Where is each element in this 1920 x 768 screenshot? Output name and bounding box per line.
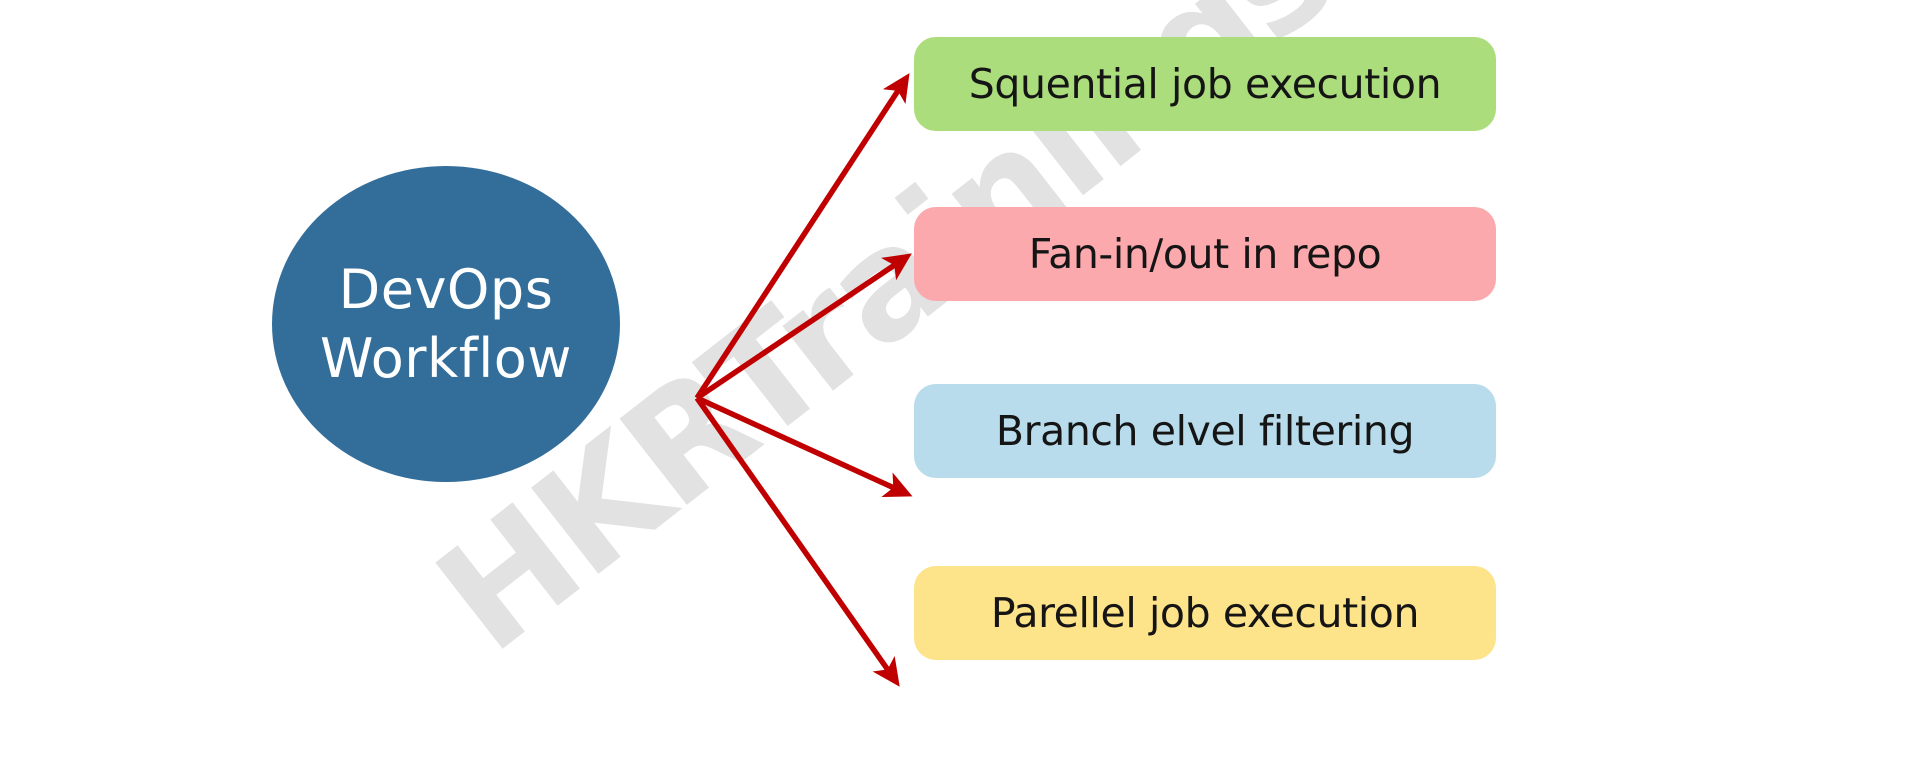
connector-arrow-4: [694, 396, 900, 687]
node-box-parallel-job-execution[interactable]: Parellel job execution: [914, 566, 1496, 660]
central-node[interactable]: DevOps Workflow: [272, 166, 620, 482]
node-box-label: Parellel job execution: [990, 588, 1420, 637]
connector-arrow-1: [694, 73, 910, 400]
node-box-sequential-job-execution[interactable]: Squential job execution: [914, 37, 1496, 131]
node-box-fan-in-out-in-repo[interactable]: Fan-in/out in repo: [914, 207, 1496, 301]
node-box-label: Squential job execution: [968, 59, 1442, 108]
connector-arrow-2: [695, 253, 912, 401]
central-node-label: DevOps Workflow: [320, 257, 572, 390]
node-box-label: Fan-in/out in repo: [1028, 229, 1382, 278]
node-box-label: Branch elvel filtering: [995, 406, 1415, 455]
connector-arrow-3: [695, 395, 913, 498]
node-box-branch-level-filtering[interactable]: Branch elvel filtering: [914, 384, 1496, 478]
